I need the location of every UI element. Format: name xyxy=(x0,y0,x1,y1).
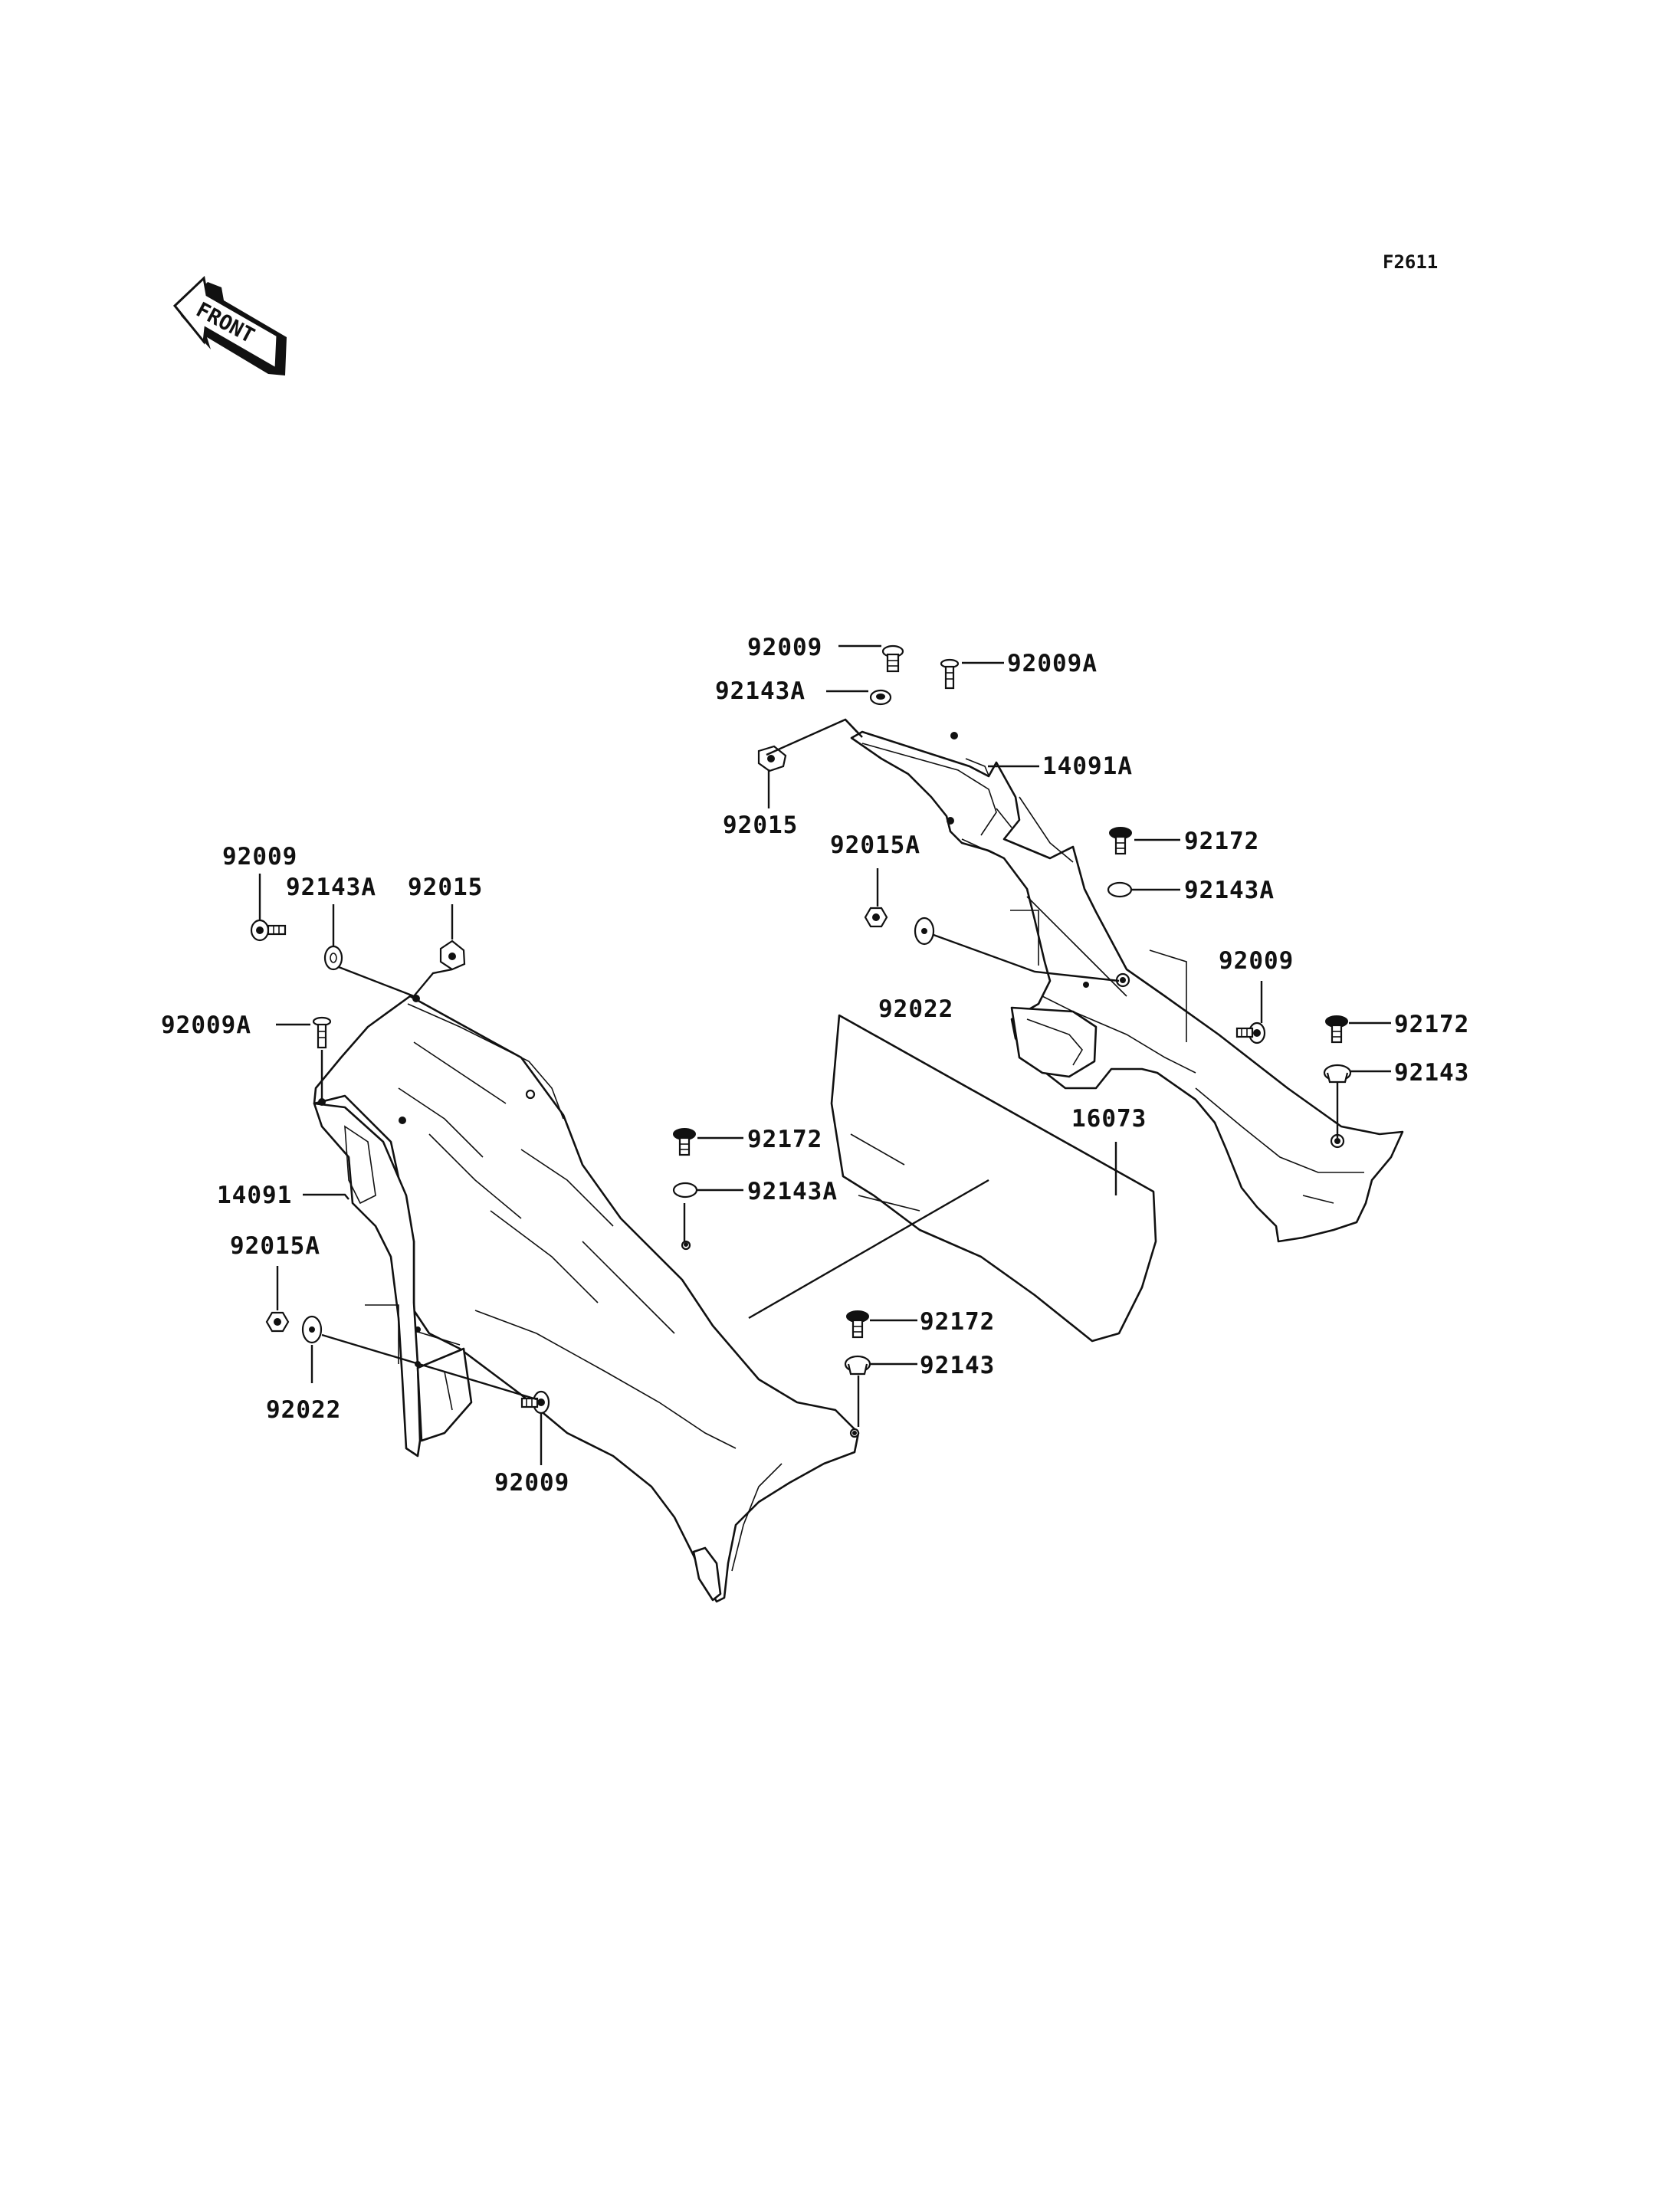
screw-icon xyxy=(881,644,904,673)
washer-icon xyxy=(869,689,892,706)
label-92015A: 92015A xyxy=(230,1232,320,1260)
panel-16073 xyxy=(830,1014,1157,1343)
clip-nut-icon xyxy=(439,939,466,971)
cover-right-14091A xyxy=(850,730,1404,1243)
label-92015: 92015 xyxy=(723,812,798,839)
label-92172: 92172 xyxy=(1184,828,1259,855)
label-14091: 14091 xyxy=(217,1182,292,1209)
label-92015: 92015 xyxy=(408,874,483,901)
label-92009: 92009 xyxy=(222,843,297,871)
label-92143A: 92143A xyxy=(715,677,806,705)
washer-icon xyxy=(914,917,935,946)
nut-icon xyxy=(265,1311,290,1333)
label-92015A: 92015A xyxy=(830,831,920,859)
cover-left-14091 xyxy=(313,995,860,1603)
screw-icon xyxy=(1325,1015,1348,1044)
washer-icon xyxy=(672,1182,698,1199)
label-92172: 92172 xyxy=(920,1308,995,1336)
part-labels: 92009 92009A 92143A 14091A 92015 92015A … xyxy=(161,634,1469,1497)
washer-icon xyxy=(1107,881,1133,898)
label-92009: 92009 xyxy=(494,1469,569,1497)
grommet-icon xyxy=(1323,1064,1352,1084)
washer-icon xyxy=(323,945,343,971)
nut-icon xyxy=(864,907,888,928)
label-16073: 16073 xyxy=(1071,1105,1147,1133)
label-92009A: 92009A xyxy=(1007,650,1098,677)
label-92143: 92143 xyxy=(1394,1059,1469,1087)
leader-lines xyxy=(258,644,1391,1465)
label-92022: 92022 xyxy=(266,1396,341,1424)
label-92143: 92143 xyxy=(920,1352,995,1379)
label-92172: 92172 xyxy=(747,1126,822,1153)
screw-icon xyxy=(1109,827,1132,855)
grommet-icon xyxy=(844,1355,871,1376)
bolt-icon xyxy=(940,658,960,690)
bolt-icon xyxy=(312,1016,332,1049)
screw-icon xyxy=(673,1128,696,1156)
clip-nut-icon xyxy=(757,745,787,772)
label-92009: 92009 xyxy=(747,634,822,661)
figure-code: F2611 xyxy=(1383,251,1438,273)
label-92172: 92172 xyxy=(1394,1011,1469,1038)
label-92022: 92022 xyxy=(878,995,953,1023)
label-92143A: 92143A xyxy=(286,874,376,901)
screw-icon xyxy=(520,1390,550,1415)
label-92143A: 92143A xyxy=(747,1178,838,1205)
label-92009: 92009 xyxy=(1219,947,1294,975)
label-14091A: 14091A xyxy=(1042,753,1133,780)
screw-icon xyxy=(1235,1021,1266,1044)
label-92143A: 92143A xyxy=(1184,877,1275,904)
front-arrow-icon: FRONT xyxy=(172,276,287,375)
label-92009A: 92009A xyxy=(161,1012,251,1039)
washer-icon xyxy=(301,1315,323,1344)
screw-icon xyxy=(846,1310,869,1339)
screw-icon xyxy=(250,919,287,942)
